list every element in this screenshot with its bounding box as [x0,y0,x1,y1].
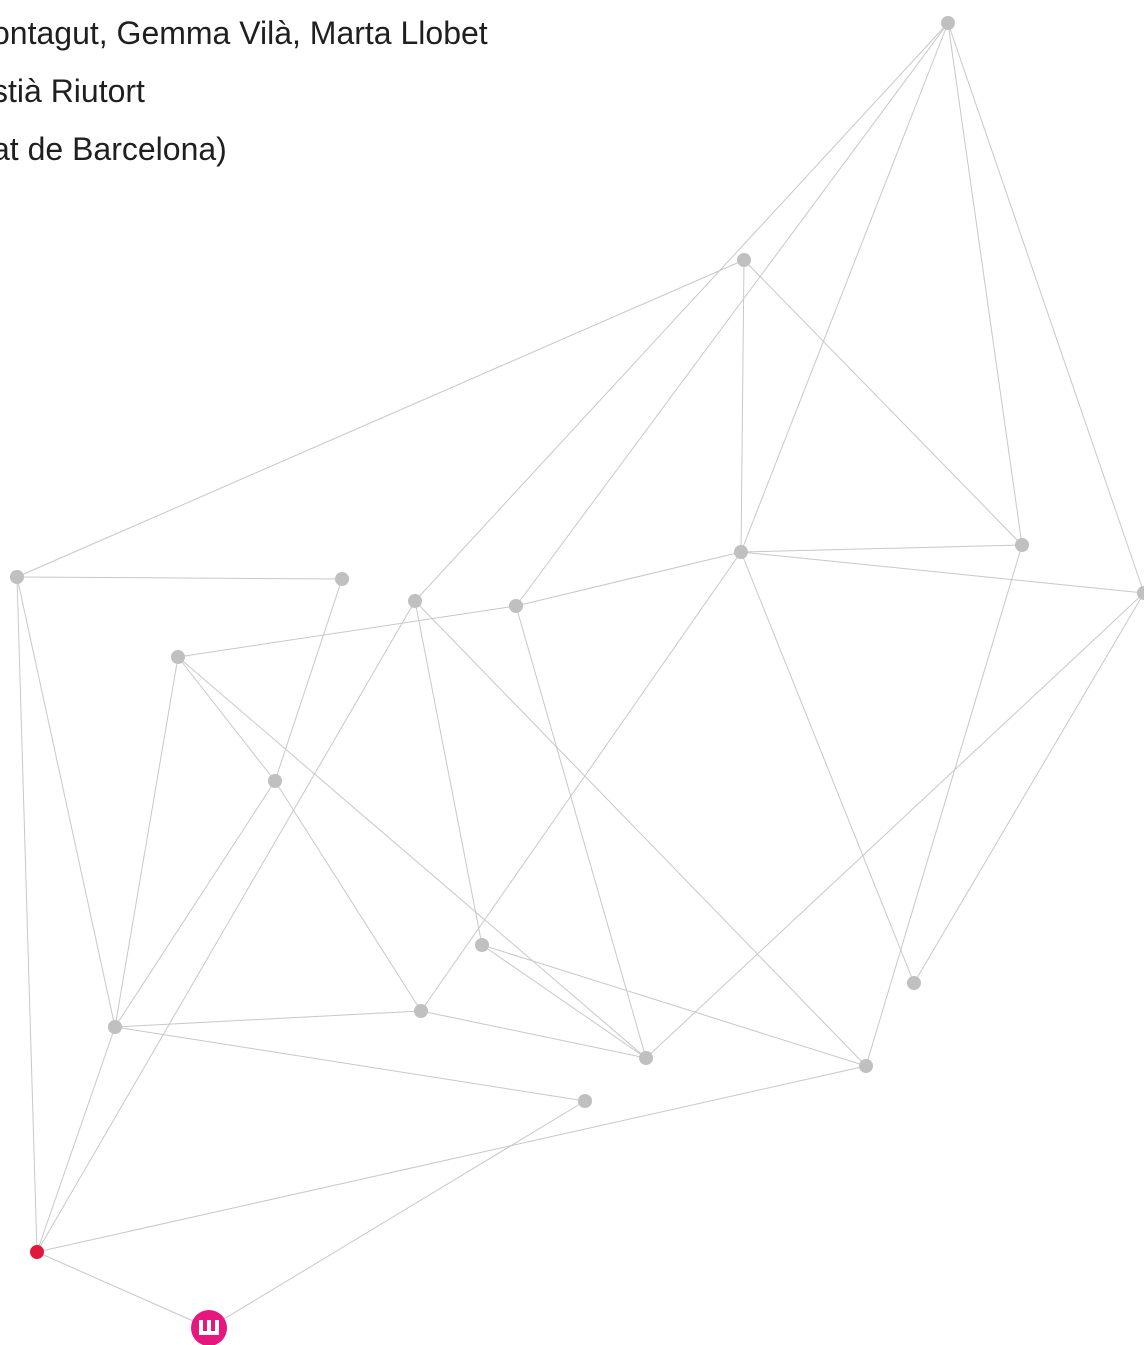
edge [16,576,116,1028]
edge [114,1010,422,1028]
network-node [108,1020,122,1034]
affiliation-line: at de Barcelona) [0,131,227,167]
edge [414,600,867,1067]
edge [36,600,416,1253]
edge [740,22,949,553]
edge [947,22,1023,546]
edge [16,576,38,1253]
network-node [1015,538,1029,552]
network-node [408,594,422,608]
edge [645,592,1144,1059]
network-node [578,1094,592,1108]
network-node [268,774,282,788]
authors-line-2: stià Riutort [0,73,145,109]
edge [515,22,949,607]
highlighted-node [30,1245,44,1259]
edge [36,1026,116,1253]
edge [515,551,742,607]
network-node [10,570,24,584]
network-node [414,1004,428,1018]
edge [515,605,647,1059]
edge [208,1100,586,1329]
edge [414,22,949,602]
edge [481,944,867,1067]
edge [947,22,1144,594]
logo-glyph [199,1320,219,1335]
edge [177,656,276,782]
network-node [639,1051,653,1065]
w-brand-logo-icon [191,1310,227,1345]
network-node [509,599,523,613]
edge-layer [16,22,1144,1329]
network-node [1137,586,1144,600]
network-node [335,572,349,586]
edge [16,576,343,580]
edge [114,1026,586,1102]
edge [420,551,742,1012]
edge [740,259,745,553]
network-node [907,976,921,990]
edge [743,259,1023,546]
edge [177,605,517,658]
network-node [734,545,748,559]
network-node [737,253,751,267]
edge [274,780,422,1012]
credits-block: ontagut, Gemma Vilà, Marta Llobet stià R… [0,4,488,178]
edge [114,656,179,1028]
edge [414,600,483,946]
network-node [941,16,955,30]
node-layer [10,16,1144,1259]
edge [865,544,1023,1067]
edge [913,592,1144,984]
edge [420,1010,647,1059]
edge [177,656,647,1059]
network-node [475,938,489,952]
edge [740,551,1144,594]
network-node [859,1059,873,1073]
authors-line: ontagut, Gemma Vilà, Marta Llobet [0,15,488,51]
edge [114,780,276,1028]
edge [274,578,343,782]
edge [481,944,647,1059]
edge [740,551,915,984]
edge [36,1251,210,1329]
network-node [171,650,185,664]
edge [36,1065,867,1253]
edge [740,544,1023,553]
edge [16,259,745,578]
